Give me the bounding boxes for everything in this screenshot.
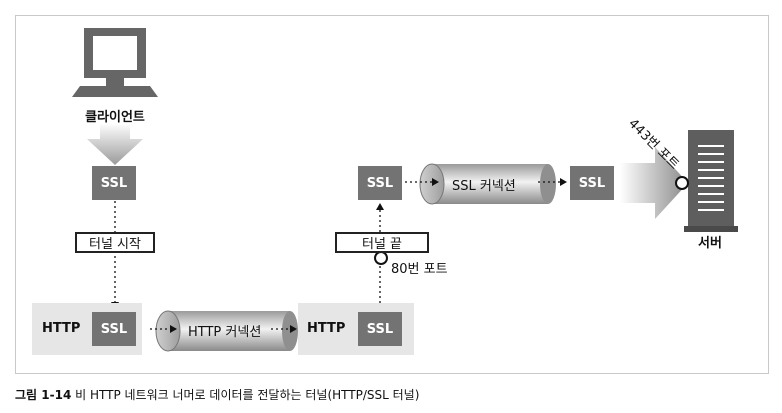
- client-down-arrow: [87, 123, 143, 165]
- caption-text: 비 HTTP 네트워크 너머로 데이터를 전달하는 터널(HTTP/SSL 터널…: [75, 388, 420, 402]
- server-label: 서버: [698, 236, 722, 251]
- proxy-top-ssl-box: SSL: [358, 166, 402, 200]
- port-80-circle: [374, 251, 388, 265]
- server-icon: [684, 130, 738, 232]
- client-bottom-ssl-box: SSL: [92, 312, 136, 346]
- ssl-connection-label: SSL 커넥션: [452, 179, 516, 194]
- port-80-label: 80번 포트: [391, 262, 448, 277]
- proxy-http-label: HTTP: [307, 321, 346, 336]
- tunnel-end-label: 터널 끝: [335, 232, 429, 253]
- tunnel-start-label: 터널 시작: [75, 232, 155, 253]
- client-http-label: HTTP: [42, 321, 81, 336]
- figure-caption: 그림 1-14 비 HTTP 네트워크 너머로 데이터를 전달하는 터널(HTT…: [15, 386, 419, 403]
- client-ssl-box: SSL: [92, 166, 136, 200]
- server-ssl-box: SSL: [570, 166, 614, 200]
- caption-figure-number: 그림 1-14: [15, 388, 72, 402]
- computer-icon: [72, 28, 158, 97]
- ssl-connection-tube: [419, 163, 556, 205]
- proxy-ssl-box: SSL: [358, 312, 402, 346]
- http-connection-label: HTTP 커넥션: [188, 325, 262, 340]
- server-right-arrow: [620, 147, 688, 219]
- port-443-circle: [675, 176, 689, 190]
- client-label: 클라이언트: [85, 110, 145, 125]
